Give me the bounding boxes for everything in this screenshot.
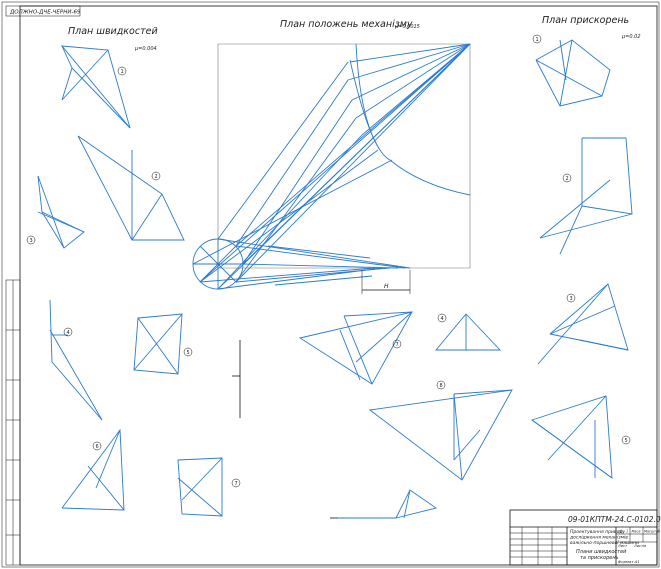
acceleration-plan-5: 5 <box>531 395 631 479</box>
acceleration-plan-4-number: 4 <box>441 316 444 322</box>
description-line-1: Проектування приводу і <box>570 529 629 535</box>
stroke-label: H <box>384 283 389 290</box>
velocity-plan-1: 1 <box>60 45 131 129</box>
corner-stamp-code: ДОЛЖНО-ДЧЕ-ЧЕРНИ-69 <box>9 10 81 16</box>
mechanism-scale-label: μ=0.0015 <box>394 24 420 30</box>
sheet-label: Лист <box>617 544 628 548</box>
velocity-plan-6-number: 6 <box>96 444 99 450</box>
acceleration-plan-1-number: 1 <box>536 37 539 43</box>
sheet-name-line-2: та прискорень <box>580 555 619 561</box>
mechanism-positions-title: План положень механізму <box>280 19 413 30</box>
stage-header: Літ. <box>617 530 625 534</box>
mass-header: Маса <box>632 530 641 534</box>
acceleration-plan-0 <box>330 489 438 519</box>
acceleration-plan-2-number: 2 <box>566 176 569 182</box>
sheets-label: Листів <box>633 544 646 548</box>
description-line-3: важільно-поршневої машини <box>570 540 639 546</box>
velocity-plan-2-number: 2 <box>155 174 158 180</box>
velocity-plan-5-number: 5 <box>187 350 190 356</box>
acceleration-plans-title: План прискорень <box>542 15 629 26</box>
acceleration-plan-2: 2 <box>539 137 633 255</box>
velocity-plan-6: 6 <box>61 428 125 511</box>
mechanism-positions-diagram: H <box>192 43 471 294</box>
acceleration-plan-4: 4 <box>435 313 502 351</box>
velocity-plan-4-number: 4 <box>67 330 70 336</box>
acceleration-plan-5-number: 5 <box>625 438 628 444</box>
left-side-stamp <box>5 279 21 566</box>
acceleration-plan-8: 8 <box>368 380 513 481</box>
acceleration-scale-label: μ=0.02 <box>621 34 641 40</box>
format-label: Формат А1 <box>618 559 640 564</box>
velocity-plan-1-number: 1 <box>121 69 124 75</box>
acceleration-plan-7-number: 7 <box>396 342 399 348</box>
velocity-plan-0 <box>232 340 241 418</box>
velocity-plan-2: 2 <box>77 135 185 241</box>
acceleration-plan-7: 7 <box>298 311 413 385</box>
acceleration-plan-3-number: 3 <box>570 296 573 302</box>
velocity-scale-label: μ=0.004 <box>134 46 157 52</box>
velocity-plan-4: 4 <box>49 299 103 421</box>
acceleration-plan-1: 1 <box>532 34 611 107</box>
drawing-code: 09-01КПТМ-24.С-0102.000 <box>568 515 661 524</box>
acceleration-plan-3: 3 <box>537 283 629 365</box>
title-block: 09-01КПТМ-24.С-0102.000 Проектування при… <box>509 509 661 566</box>
description-line-2: дослідження механізмів <box>569 535 628 541</box>
velocity-plan-7-number: 7 <box>235 481 238 487</box>
scale-header: Масштаб <box>644 530 660 534</box>
velocity-plan-3: 3 <box>26 175 85 249</box>
sheet-inner-frame <box>19 5 658 566</box>
velocity-plans-title: План швидкостей <box>68 26 158 37</box>
corner-stamp: ДОЛЖНО-ДЧЕ-ЧЕРНИ-69 <box>5 5 81 17</box>
velocity-plan-7: 7 <box>177 457 241 517</box>
sheet-name-line-1: Плани швидкостей <box>576 549 627 555</box>
velocity-plan-3-number: 3 <box>30 238 33 244</box>
velocity-plan-5: 5 <box>133 313 193 375</box>
acceleration-plan-8-number: 8 <box>440 383 443 389</box>
